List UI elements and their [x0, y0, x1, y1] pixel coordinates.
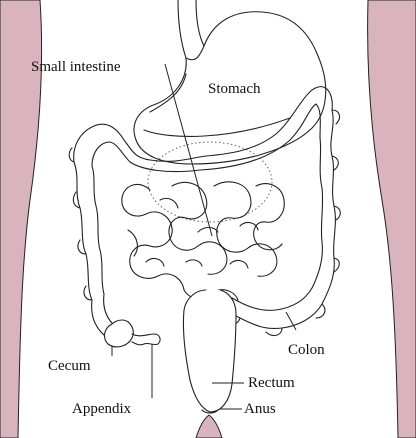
label-anus: Anus — [244, 401, 276, 417]
label-small-intestine: Small intestine — [31, 59, 121, 75]
label-cecum: Cecum — [48, 358, 91, 374]
body-left-side — [0, 0, 43, 438]
label-appendix: Appendix — [72, 401, 132, 417]
esophagus — [177, 0, 205, 59]
rectum-outline — [182, 289, 237, 413]
small-intestine-coils — [121, 181, 285, 301]
colon-leader — [285, 311, 297, 331]
small-intestine-leader — [164, 63, 213, 237]
colon-haustra-right — [315, 109, 341, 319]
duodenum-dotted-outline — [147, 141, 273, 223]
cecum-outline — [103, 319, 134, 348]
colon-inner — [91, 103, 324, 331]
legs-gap — [195, 414, 223, 438]
colon-haustra-left — [68, 147, 93, 301]
label-colon: Colon — [288, 342, 325, 358]
label-stomach: Stomach — [208, 81, 261, 97]
anus-outline — [201, 409, 219, 414]
appendix-outline — [131, 333, 161, 346]
label-rectum: Rectum — [248, 375, 295, 391]
body-right-side — [367, 0, 416, 438]
